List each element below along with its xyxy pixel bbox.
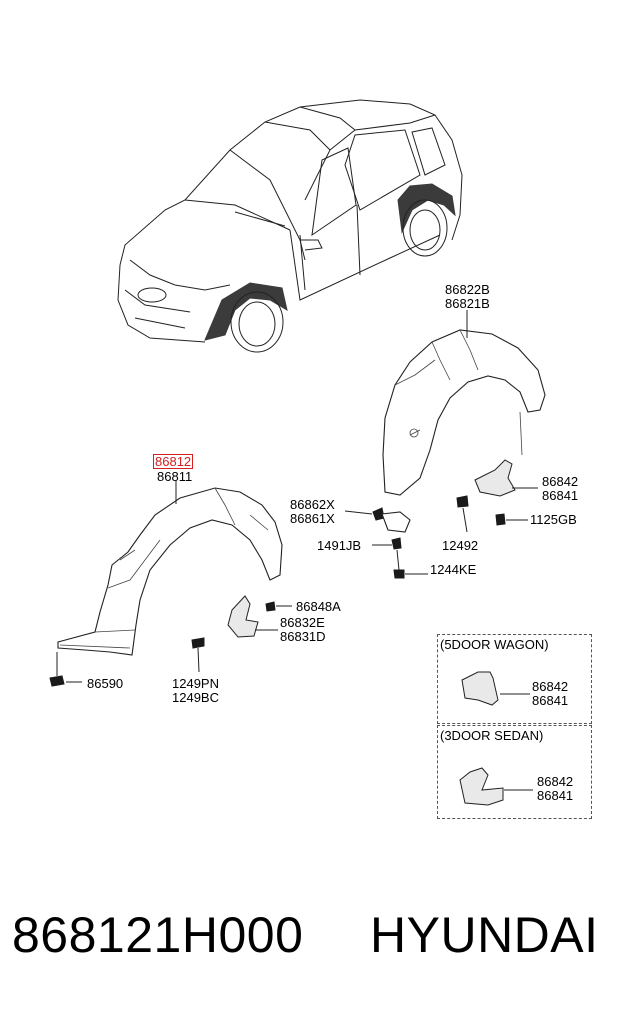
callout-86821B: 86821B [445, 296, 490, 311]
callout-12492: 12492 [442, 538, 479, 553]
footer-part-number: 868121H000 [12, 907, 304, 963]
callout-1244KE: 1244KE [430, 562, 477, 577]
footer-brand: HYUNDAI [370, 907, 599, 963]
callout-86848A: 86848A [296, 599, 341, 614]
inset-5door-wagon [437, 634, 592, 724]
inset-3door-sedan [437, 725, 592, 819]
inset-5door-part-b: 86841 [532, 693, 569, 708]
front-fender-liner [57, 480, 283, 656]
wagon-mud-guard [461, 671, 499, 706]
callout-86832E: 86832E [280, 615, 325, 630]
callout-86831D: 86831D [280, 629, 326, 644]
callout-1491JB: 1491JB [317, 538, 362, 553]
callout-86861X: 86861X [290, 511, 335, 526]
rear-mud-guard [474, 459, 516, 497]
sedan-mud-guard [459, 767, 504, 806]
callout-86812-highlighted[interactable]: 86812 [153, 454, 194, 469]
callout-1249PN: 1249PN [172, 676, 219, 691]
callout-86841-rear: 86841 [542, 488, 579, 503]
callout-86811: 86811 [157, 469, 193, 484]
car-illustration [117, 99, 463, 353]
callout-86590: 86590 [87, 676, 124, 691]
callout-86862X: 86862X [290, 497, 335, 512]
inset-5door-part-a: 86842 [532, 679, 569, 694]
inset-3door-part-b: 86841 [537, 788, 574, 803]
callout-86822B: 86822B [445, 282, 490, 297]
rear-fender-liner [382, 310, 546, 496]
inset-5door-title: (5DOOR WAGON) [440, 637, 549, 652]
callout-1125GB: 1125GB [530, 512, 577, 527]
callout-1249BC: 1249BC [172, 690, 219, 705]
inset-3door-part-a: 86842 [537, 774, 574, 789]
fasteners [49, 495, 528, 687]
callout-86842-rear: 86842 [542, 474, 579, 489]
front-mud-guard [227, 595, 259, 638]
inset-3door-title: (3DOOR SEDAN) [440, 728, 544, 743]
